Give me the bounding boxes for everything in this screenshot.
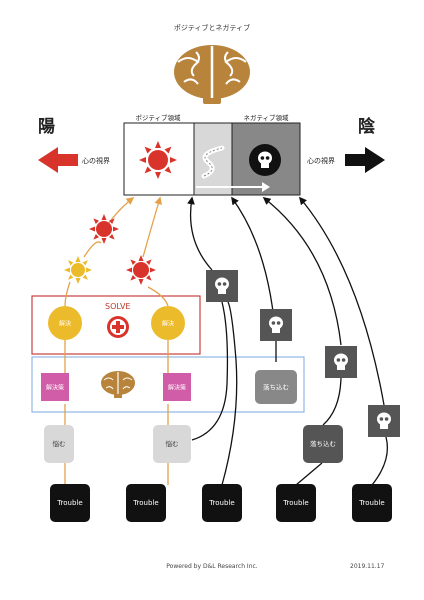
sun-icon xyxy=(139,141,177,179)
skull-box xyxy=(206,270,238,302)
worry-box xyxy=(44,425,74,463)
skull-box xyxy=(260,309,292,341)
left-vision-label: 心の視界 xyxy=(82,157,110,165)
solve-node xyxy=(48,306,82,340)
trouble-label: Trouble xyxy=(132,499,158,507)
worry-box xyxy=(153,425,191,463)
depressed-label: 落ち込む xyxy=(263,383,289,392)
positive-region-label: ポジティブ領域 xyxy=(135,114,181,122)
yin-label: 陰 xyxy=(358,117,375,137)
depressed-box xyxy=(303,425,343,463)
footer-credit: Powered by D&L Research Inc. xyxy=(166,563,258,570)
solve-node-label: 解決 xyxy=(162,320,174,328)
trouble-box xyxy=(50,484,90,522)
solve-node xyxy=(151,306,185,340)
trouble-box xyxy=(202,484,242,522)
solution-label: 解決策 xyxy=(46,384,64,392)
main-brain-icon xyxy=(174,45,250,104)
trouble-label: Trouble xyxy=(358,499,384,507)
negative-arrows xyxy=(187,196,389,486)
depressed-label: 落ち込む xyxy=(310,439,336,448)
trouble-label: Trouble xyxy=(56,499,82,507)
left-arrow-icon xyxy=(38,147,78,173)
solve-node-label: 解決 xyxy=(59,320,71,328)
red-sun-icon xyxy=(126,255,156,285)
yellow-sun-icon xyxy=(64,256,92,284)
trouble-box xyxy=(352,484,392,522)
yang-label: 陽 xyxy=(38,117,55,137)
skull-box xyxy=(325,346,357,378)
trouble-label: Trouble xyxy=(208,499,234,507)
road-icon xyxy=(201,145,225,179)
negative-region-label: ネガティブ領域 xyxy=(243,114,289,122)
skull-icon xyxy=(249,144,281,176)
solution-box xyxy=(41,373,69,401)
trouble-box xyxy=(126,484,166,522)
red-sun-icon xyxy=(89,214,119,244)
solution-label: 解決策 xyxy=(168,384,186,392)
right-vision-label: 心の視界 xyxy=(307,157,335,165)
solve-label: SOLVE xyxy=(105,302,131,311)
skull-box xyxy=(368,405,400,437)
small-brain-icon xyxy=(101,371,135,398)
right-arrow-icon xyxy=(345,147,385,173)
solution-box xyxy=(163,373,191,401)
trouble-label: Trouble xyxy=(282,499,308,507)
medical-cross-icon xyxy=(107,316,129,338)
solve-box xyxy=(31,295,201,355)
page-title: ポジティブとネガティブ xyxy=(173,24,251,32)
positive-connectors xyxy=(64,196,169,485)
worry-label: 悩む xyxy=(53,439,66,448)
footer-date: 2019.11.17 xyxy=(350,563,385,570)
trouble-box xyxy=(276,484,316,522)
depressed-box xyxy=(255,370,297,404)
worry-label: 悩む xyxy=(166,439,179,448)
